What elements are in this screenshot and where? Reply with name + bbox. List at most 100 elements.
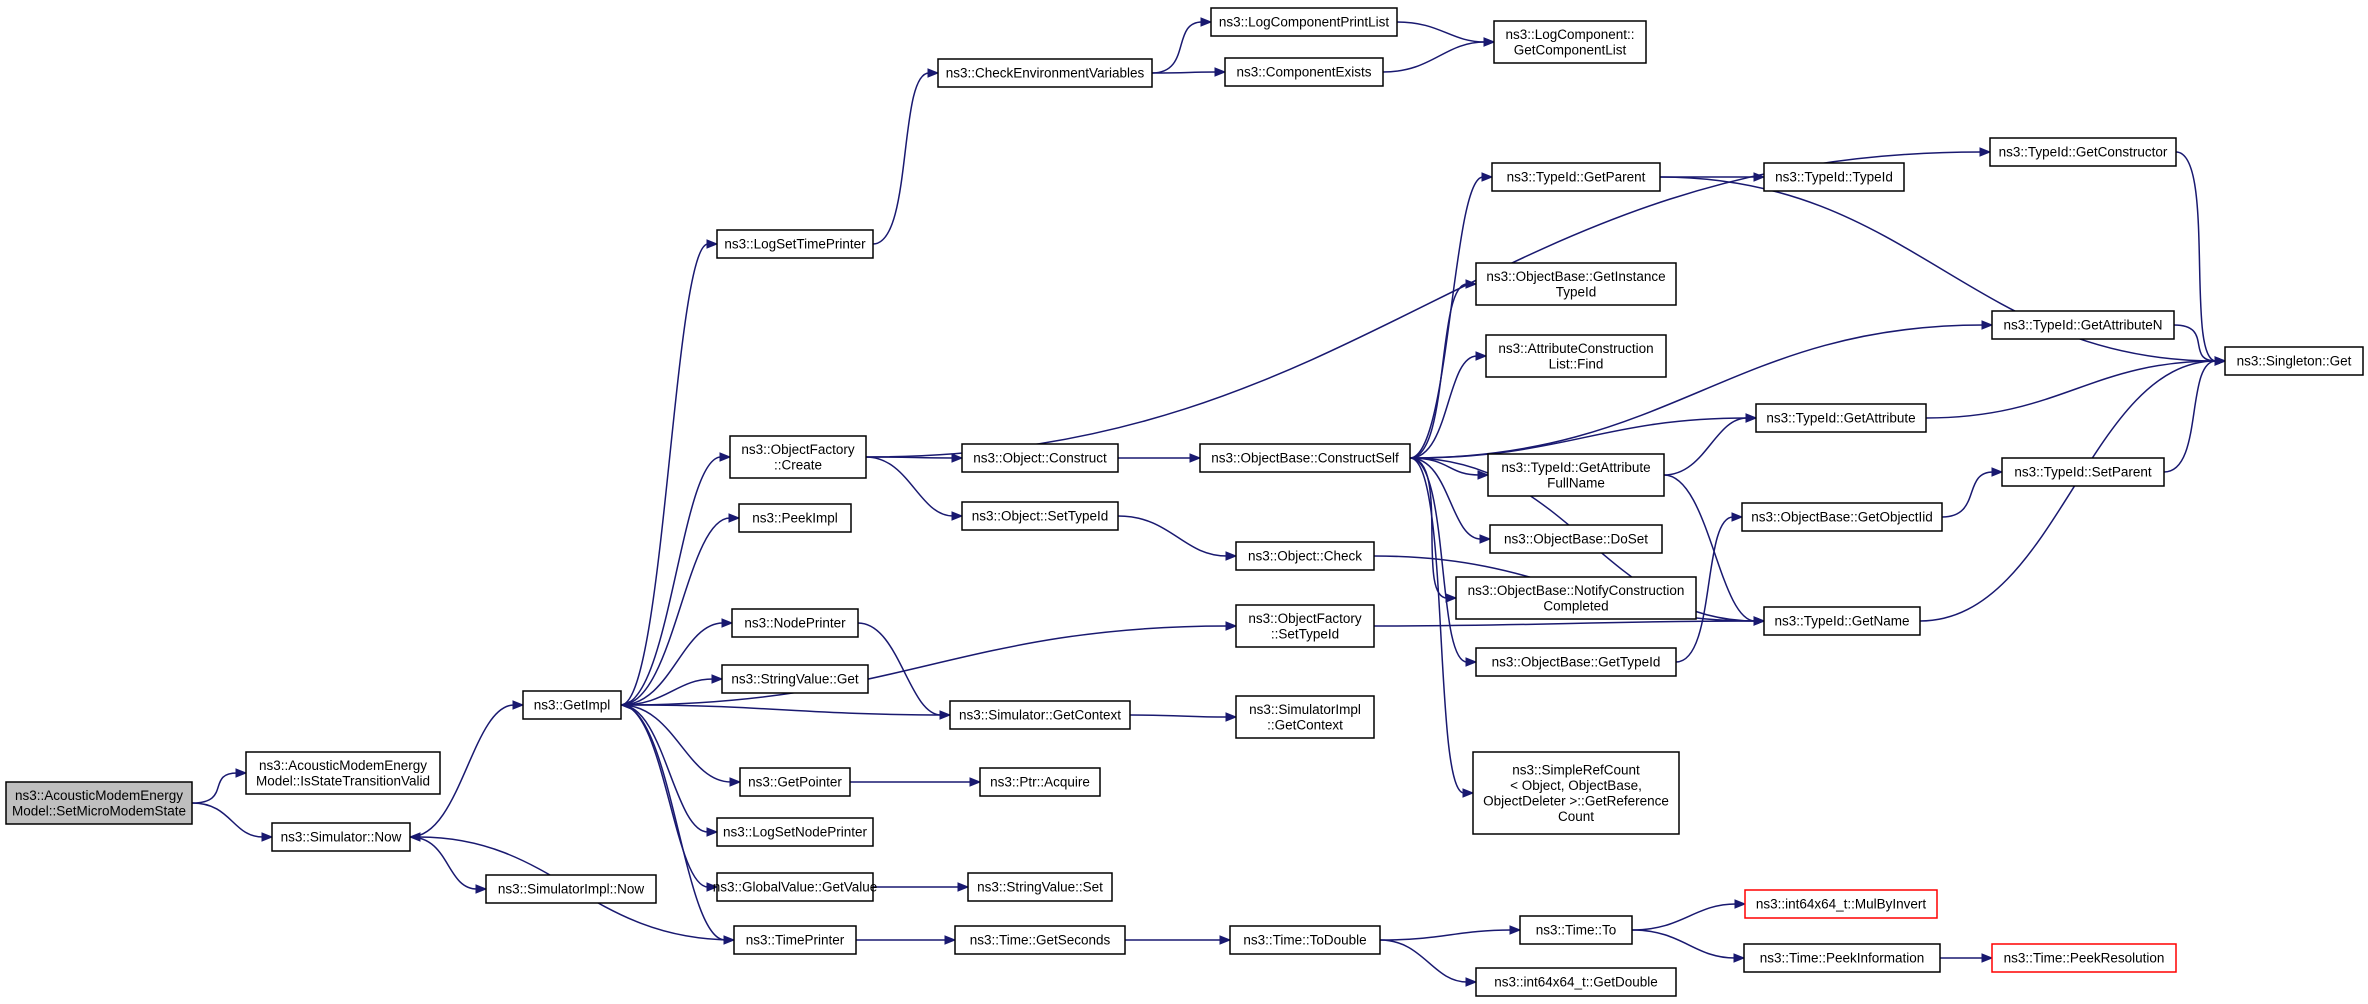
node-globalget[interactable]: ns3::GlobalValue::GetValue (713, 872, 878, 902)
node-implnow[interactable]: ns3::SimulatorImpl::Now (485, 874, 657, 904)
edge-line (1919, 360, 2217, 622)
node-getimpl[interactable]: ns3::GetImpl (522, 690, 622, 720)
node-isvalid[interactable]: ns3::AcousticModemEnergyModel::IsStateTr… (245, 751, 441, 795)
node-timeto[interactable]: ns3::Time::To (1519, 915, 1633, 945)
edge-arrowhead (1477, 470, 1490, 480)
edge-line (865, 456, 954, 517)
edge-line (1396, 21, 1486, 43)
node-ptracquire[interactable]: ns3::Ptr::Acquire (979, 767, 1101, 797)
edge-arrowhead (1979, 147, 1992, 157)
edge-getimpl-to-logsettime (620, 239, 719, 706)
edge-line (1631, 929, 1736, 959)
node-objfactset[interactable]: ns3::ObjectFactory::SetTypeId (1235, 604, 1375, 648)
edge-simgetctx-to-getimpl (619, 700, 951, 716)
node-box (1235, 541, 1375, 571)
node-objfactcreate[interactable]: ns3::ObjectFactory::Create (729, 435, 867, 479)
edge-line (1129, 714, 1228, 718)
node-obgettypeid[interactable]: ns3::ObjectBase::GetTypeId (1475, 647, 1677, 677)
node-constructself[interactable]: ns3::ObjectBase::ConstructSelf (1199, 443, 1411, 473)
node-getpointer[interactable]: ns3::GetPointer (739, 767, 851, 797)
node-label: ns3::Time::ToDouble (1243, 933, 1366, 948)
node-doset[interactable]: ns3::ObjectBase::DoSet (1489, 524, 1663, 554)
node-simgetctx[interactable]: ns3::Simulator::GetContext (949, 700, 1131, 730)
edge-line (620, 622, 724, 706)
edge-obgettypeid-to-getobjectiid (1675, 512, 1744, 663)
edge-line (1663, 474, 1756, 622)
node-nodeprinter[interactable]: ns3::NodePrinter (731, 608, 859, 638)
node-tidsetparent[interactable]: ns3::TypeId::SetParent (2001, 457, 2165, 487)
edge-getimpl-to-globalget (620, 704, 719, 892)
node-logsettime[interactable]: ns3::LogSetTimePrinter (716, 229, 874, 259)
edge-arrowhead (475, 884, 488, 894)
edge-arrowhead (1753, 172, 1766, 182)
node-getobjectiid[interactable]: ns3::ObjectBase::GetObjectIid (1741, 502, 1943, 532)
node-box (1210, 7, 1398, 37)
node-box (729, 435, 867, 479)
node-label: GetComponentList (1514, 42, 1627, 57)
node-getcomplist[interactable]: ns3::LogComponent::GetComponentList (1493, 20, 1647, 64)
node-refcount[interactable]: ns3::SimpleRefCount< Object, ObjectBase,… (1472, 751, 1680, 835)
edge-arrowhead (1481, 172, 1494, 182)
node-timegetsec[interactable]: ns3::Time::GetSeconds (954, 925, 1126, 955)
node-logsetnode[interactable]: ns3::LogSetNodePrinter (716, 817, 874, 847)
node-root[interactable]: ns3::AcousticModemEnergyModel::SetMicroM… (5, 781, 193, 825)
edge-arrowhead (261, 832, 274, 842)
edge-line (191, 772, 238, 804)
node-objsettypeid[interactable]: ns3::Object::SetTypeId (961, 501, 1119, 531)
node-box (967, 872, 1113, 902)
node-implgetctx[interactable]: ns3::SimulatorImpl::GetContext (1235, 695, 1375, 739)
node-tidtypeid[interactable]: ns3::TypeId::TypeId (1763, 162, 1905, 192)
edge-arrowhead (1479, 534, 1492, 544)
node-timetodouble[interactable]: ns3::Time::ToDouble (1229, 925, 1381, 955)
node-tidgetname[interactable]: ns3::TypeId::GetName (1763, 606, 1921, 636)
node-box (961, 443, 1119, 473)
edge-arrowhead (1445, 593, 1458, 603)
edge-arrowhead (1214, 67, 1227, 77)
node-checkenv[interactable]: ns3::CheckEnvironmentVariables (937, 58, 1153, 88)
node-compexists[interactable]: ns3::ComponentExists (1224, 57, 1384, 87)
node-tidgetattr[interactable]: ns3::TypeId::GetAttribute (1755, 403, 1927, 433)
node-singleton[interactable]: ns3::Singleton::Get (2224, 346, 2364, 376)
node-box (961, 501, 1119, 531)
edge-line (620, 625, 1228, 706)
node-label: TypeId (1556, 284, 1597, 299)
node-tidgetparent[interactable]: ns3::TypeId::GetParent (1491, 162, 1661, 192)
node-timeprinter[interactable]: ns3::TimePrinter (733, 925, 857, 955)
node-tidgetattrn[interactable]: ns3::TypeId::GetAttributeN (1991, 310, 2175, 340)
node-peekinfo[interactable]: ns3::Time::PeekInformation (1743, 943, 1941, 973)
node-label: ns3::SimulatorImpl (1249, 702, 1361, 717)
node-box (1755, 403, 1927, 433)
node-strvalset[interactable]: ns3::StringValue::Set (967, 872, 1113, 902)
node-box (1763, 606, 1921, 636)
node-label: ns3::TypeId::TypeId (1775, 170, 1893, 185)
node-simnow[interactable]: ns3::Simulator::Now (271, 822, 411, 852)
node-logprintlist[interactable]: ns3::LogComponentPrintList (1210, 7, 1398, 37)
node-box (949, 700, 1131, 730)
node-strvalget[interactable]: ns3::StringValue::Get (721, 664, 869, 694)
node-label: ns3::Object::Construct (973, 451, 1107, 466)
function-nodes: ns3::AcousticModemEnergyModel::SetMicroM… (5, 7, 2364, 997)
edge-line (1409, 457, 1482, 540)
node-mulbyinvert[interactable]: ns3::int64x64_t::MulByInvert (1744, 889, 1938, 919)
node-box (1489, 524, 1663, 554)
edge-objfactcreate-to-objsettypeid (865, 456, 964, 521)
node-objconstruct[interactable]: ns3::Object::Construct (961, 443, 1119, 473)
edge-arrowhead (927, 68, 940, 78)
node-objcheck[interactable]: ns3::Object::Check (1235, 541, 1375, 571)
node-label: ns3::TypeId::GetAttribute (1501, 460, 1650, 475)
node-label: ns3::CheckEnvironmentVariables (946, 66, 1145, 81)
node-box (1485, 334, 1667, 378)
node-label: ns3::LogComponentPrintList (1219, 15, 1390, 30)
node-getdouble[interactable]: ns3::int64x64_t::GetDouble (1475, 967, 1677, 997)
node-label: ns3::ObjectFactory (741, 442, 855, 457)
node-notify[interactable]: ns3::ObjectBase::NotifyConstructionCompl… (1455, 576, 1697, 620)
edge-root-to-simnow (191, 802, 274, 842)
node-tidgetconstructor[interactable]: ns3::TypeId::GetConstructor (1989, 137, 2177, 167)
node-peekimpl[interactable]: ns3::PeekImpl (738, 503, 852, 533)
edge-line (620, 243, 709, 706)
node-peekres[interactable]: ns3::Time::PeekResolution (1991, 943, 2177, 973)
